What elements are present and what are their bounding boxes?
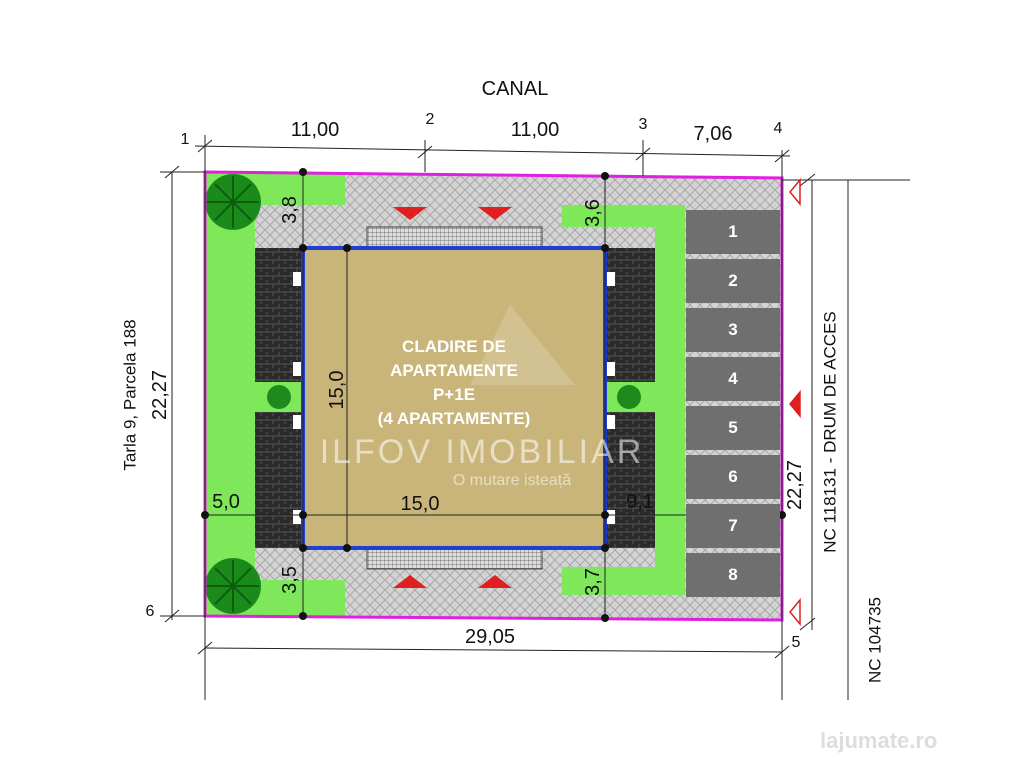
dimension-label: 3,6 [582, 199, 604, 227]
watermark-brand: ILFOV IMOBILIAR [319, 433, 645, 471]
dimension-label: 5,0 [212, 491, 240, 513]
dimension-label: 29,05 [464, 626, 516, 648]
parking-slot: 4 [686, 357, 780, 401]
dimension-label: 3,8 [279, 196, 301, 224]
dimension-label: 3,7 [582, 568, 604, 596]
parking-slot: 2 [686, 259, 780, 303]
watermark-logo [470, 305, 575, 385]
point-label: 2 [425, 111, 435, 128]
dimension-label: 15,0 [326, 370, 348, 410]
parking-slot: 3 [686, 308, 780, 352]
point-label: 4 [773, 120, 783, 137]
building-label-line: CLADIRE DE [402, 337, 506, 356]
parking-slot: 8 [686, 553, 780, 597]
entrance-grid-top [366, 226, 543, 249]
dimension-label: 22,27 [784, 459, 806, 511]
dimension-label: 11,00 [290, 119, 340, 141]
shrub-icon [267, 385, 291, 409]
parking-slot: 1 [686, 210, 780, 254]
entrance-grid-bottom [366, 547, 543, 570]
building-label-line: P+1E [432, 385, 476, 404]
entry-arrow-icons [393, 207, 512, 588]
parking-slot: 5 [686, 406, 780, 450]
point-label: 6 [145, 603, 155, 620]
neighbor-far-right-label: NC 104735 [865, 596, 885, 684]
reference-points [201, 168, 786, 622]
parking-slot: 7 [686, 504, 780, 548]
neighbor-right-label: NC 118131 - DRUM DE ACCES [820, 311, 840, 553]
tree-icon [205, 174, 261, 230]
dimension-label: 3,5 [279, 566, 301, 594]
canal-label: CANAL [481, 78, 549, 100]
point-label: 1 [180, 131, 190, 148]
window-marks [293, 272, 615, 524]
dimension-label: 7,06 [693, 123, 733, 145]
building-label-line: (4 APARTAMENTE) [377, 409, 531, 428]
dimension-label: 9,1 [626, 491, 654, 513]
dimension-label: 11,00 [510, 119, 560, 141]
site-watermark: lajumate.ro [820, 728, 938, 753]
dimension-label: 15,0 [400, 493, 440, 515]
dimension-label: 22,27 [149, 369, 171, 421]
tree-icon [205, 558, 261, 614]
watermark-tagline: O mutare isteață [452, 472, 572, 489]
building-footprint [301, 246, 607, 550]
parking-slot: 6 [686, 455, 780, 499]
point-label: 3 [638, 116, 648, 133]
point-label: 5 [791, 634, 801, 651]
neighbor-left-label: Tarla 9, Parcela 188 [120, 319, 140, 471]
access-arrow-icons [789, 177, 801, 627]
building-label: CLADIRE DE APARTAMENTE P+1E (4 APARTAMEN… [303, 335, 605, 431]
building-label-line: APARTAMENTE [390, 361, 518, 380]
shrub-icon [617, 385, 641, 409]
